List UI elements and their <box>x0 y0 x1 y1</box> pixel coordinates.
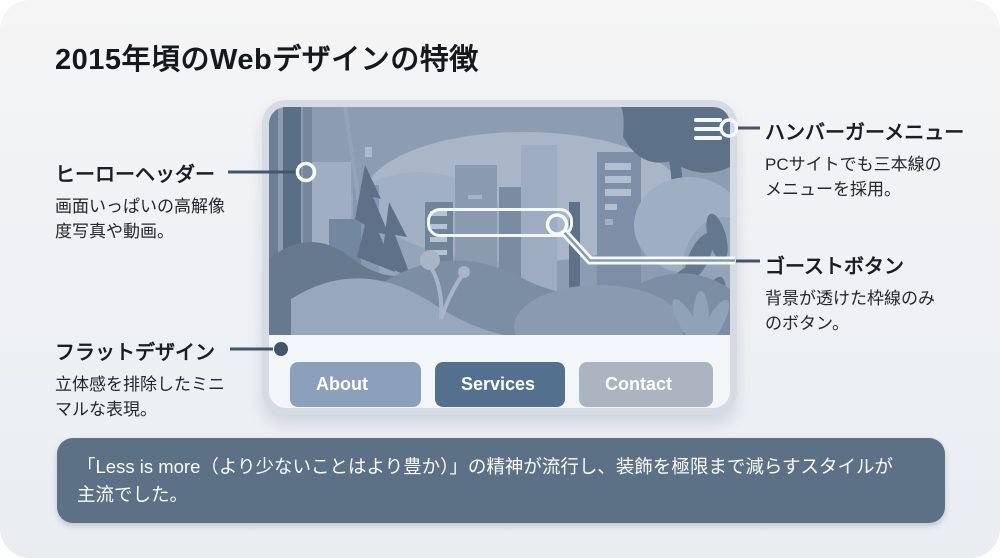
annotation-ghost-button-desc-line2: のボタン。 <box>765 314 849 333</box>
annotation-hamburger-menu: ハンバーガーメニュー PCサイトでも三本線の メニューを採用。 <box>765 116 964 202</box>
summary-banner-line1: 「Less is more（より少ないことはより豊か）」の精神が流行し、装飾を極… <box>77 456 894 477</box>
hamburger-bar <box>694 136 722 140</box>
annotation-hamburger-menu-desc: PCサイトでも三本線の メニューを採用。 <box>765 152 964 202</box>
hamburger-bar <box>694 127 722 131</box>
ghost-button[interactable] <box>427 208 573 237</box>
summary-banner: 「Less is more（より少ないことはより豊か）」の精神が流行し、装飾を極… <box>57 438 945 523</box>
annotation-ghost-button-desc: 背景が透けた枠線のみ のボタン。 <box>765 286 935 336</box>
annotation-flat-design-label: フラットデザイン <box>55 342 215 364</box>
annotation-ghost-button-label: ゴーストボタン <box>765 256 904 278</box>
summary-banner-line2: 主流でした。 <box>77 484 189 505</box>
annotation-flat-design-desc-line1: 立体感を排除したミニ <box>55 375 225 394</box>
page-title: 2015年頃のWebデザインの特徴 <box>55 44 479 76</box>
website-mockup: About Services Contact <box>262 100 737 415</box>
cityscape-illustration <box>269 107 730 335</box>
annotation-hamburger-menu-desc-line1: PCサイトでも三本線の <box>765 155 942 174</box>
hamburger-bar <box>694 118 722 122</box>
nav-button-contact[interactable]: Contact <box>579 362 713 407</box>
annotation-flat-design-desc-line2: マルな表現。 <box>55 400 157 419</box>
nav-button-about[interactable]: About <box>290 362 421 407</box>
hero-header-image <box>269 107 730 335</box>
annotation-flat-design: フラットデザイン 立体感を排除したミニ マルな表現。 <box>55 336 225 422</box>
annotation-ghost-button-desc-line1: 背景が透けた枠線のみ <box>765 289 935 308</box>
nav-button-services[interactable]: Services <box>435 362 565 407</box>
annotation-hero-header-desc: 画面いっぱいの高解像 度写真や動画。 <box>55 194 225 244</box>
annotation-ghost-button: ゴーストボタン 背景が透けた枠線のみ のボタン。 <box>765 250 935 336</box>
mockup-navbar: About Services Contact <box>290 362 713 407</box>
annotation-hero-header: ヒーローヘッダー 画面いっぱいの高解像 度写真や動画。 <box>55 158 225 244</box>
annotation-hamburger-menu-label: ハンバーガーメニュー <box>765 122 965 144</box>
annotation-hamburger-menu-desc-line2: メニューを採用。 <box>765 180 901 199</box>
annotation-hero-header-desc-line1: 画面いっぱいの高解像 <box>55 197 225 216</box>
annotation-hero-header-label: ヒーローヘッダー <box>55 164 215 186</box>
hamburger-menu-icon[interactable] <box>694 118 722 140</box>
annotation-flat-design-desc: 立体感を排除したミニ マルな表現。 <box>55 372 225 422</box>
annotation-hero-header-desc-line2: 度写真や動画。 <box>55 222 174 241</box>
